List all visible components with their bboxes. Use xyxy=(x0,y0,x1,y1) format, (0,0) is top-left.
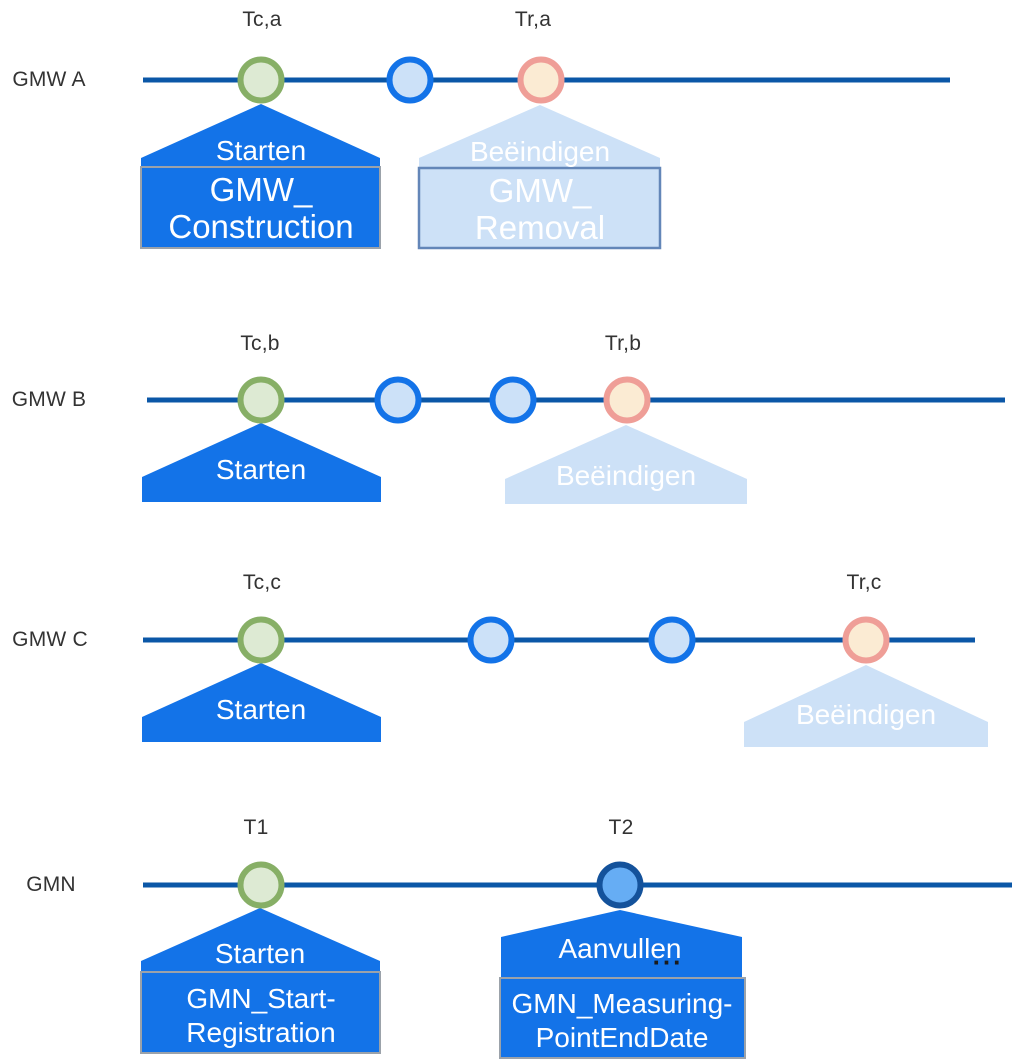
gmn-aanvullen-callout-pentagon xyxy=(501,910,742,978)
time-label-t2: T2 xyxy=(608,816,634,839)
gmw-b-removal-marker xyxy=(603,376,651,424)
gmn-start-marker xyxy=(237,861,285,909)
gmw-c-mid-marker-2 xyxy=(648,616,696,664)
gmw-b-beeindigen-callout-pentagon xyxy=(505,425,747,504)
row-gmw-c xyxy=(142,616,988,747)
row-label-gmw-b: GMW B xyxy=(11,388,87,411)
gmw-a-start-marker xyxy=(237,56,285,104)
gmw-b-mid-marker-1 xyxy=(374,376,422,424)
gmw-c-removal-marker xyxy=(842,616,890,664)
gmw-c-starten-title: Starten xyxy=(215,694,307,725)
gmn-aanvullen-ellipsis: ... xyxy=(652,940,684,971)
gmn-measuringpoint-enddate-box xyxy=(499,977,746,1059)
gmw-b-starten-title: Starten xyxy=(215,454,307,485)
gmn-start-registration-box-text: GMN_Start- Registration xyxy=(186,983,336,1048)
gmw-b-start-marker xyxy=(237,376,285,424)
gmw-a-beeindigen-callout-pentagon xyxy=(419,105,660,169)
gmn-starten-callout-pentagon xyxy=(141,908,380,973)
gmw-c-mid-marker-1 xyxy=(467,616,515,664)
gmw-a-starten-title: Starten xyxy=(215,135,307,166)
time-label-tc-b: Tc,b xyxy=(240,332,280,355)
gmw-c-beeindigen-title: Beëindigen xyxy=(795,699,937,730)
time-label-t1: T1 xyxy=(243,816,269,839)
time-label-tr-b: Tr,b xyxy=(604,332,642,355)
gmw-a-removal-box-text: GMW_ Removal xyxy=(474,172,606,246)
gmw-c-starten-callout-pentagon xyxy=(142,663,381,742)
gmw-c-start-marker xyxy=(237,616,285,664)
gmw-b-beeindigen-title: Beëindigen xyxy=(555,460,697,491)
gmn-start-registration-box xyxy=(140,971,381,1054)
row-gmw-a xyxy=(140,56,950,250)
gmn-measuringpoint-enddate-box-text: GMN_Measuring- PointEndDate xyxy=(511,988,733,1053)
gmw-a-beeindigen-title: Beëindigen xyxy=(469,136,611,167)
time-label-tc-c: Tc,c xyxy=(242,571,282,594)
gmn-t2-marker xyxy=(596,861,644,909)
time-label-tr-a: Tr,a xyxy=(514,8,552,31)
gmw-a-construction-box xyxy=(140,166,381,249)
gmw-c-beeindigen-callout-pentagon xyxy=(744,665,988,747)
row-label-gmw-a: GMW A xyxy=(12,68,86,91)
row-gmn xyxy=(140,861,1012,1059)
gmw-b-starten-callout-pentagon xyxy=(142,423,381,502)
gmw-a-removal-box xyxy=(417,166,662,250)
row-label-gmw-c: GMW C xyxy=(12,628,88,651)
gmw-a-removal-marker xyxy=(517,56,565,104)
time-label-tr-c: Tr,c xyxy=(846,571,882,594)
gmw-a-construction-box-text: GMW_ Construction xyxy=(168,171,354,245)
gmw-a-starten-callout-pentagon xyxy=(141,104,380,168)
row-label-gmn: GMN xyxy=(26,873,76,896)
time-label-tc-a: Tc,a xyxy=(242,8,282,31)
row-gmw-b xyxy=(142,376,1005,504)
gmw-a-mid-marker xyxy=(386,56,434,104)
gmn-starten-title: Starten xyxy=(214,938,306,969)
gmw-b-mid-marker-2 xyxy=(489,376,537,424)
gmn-aanvullen-title: Aanvullen xyxy=(558,933,682,964)
